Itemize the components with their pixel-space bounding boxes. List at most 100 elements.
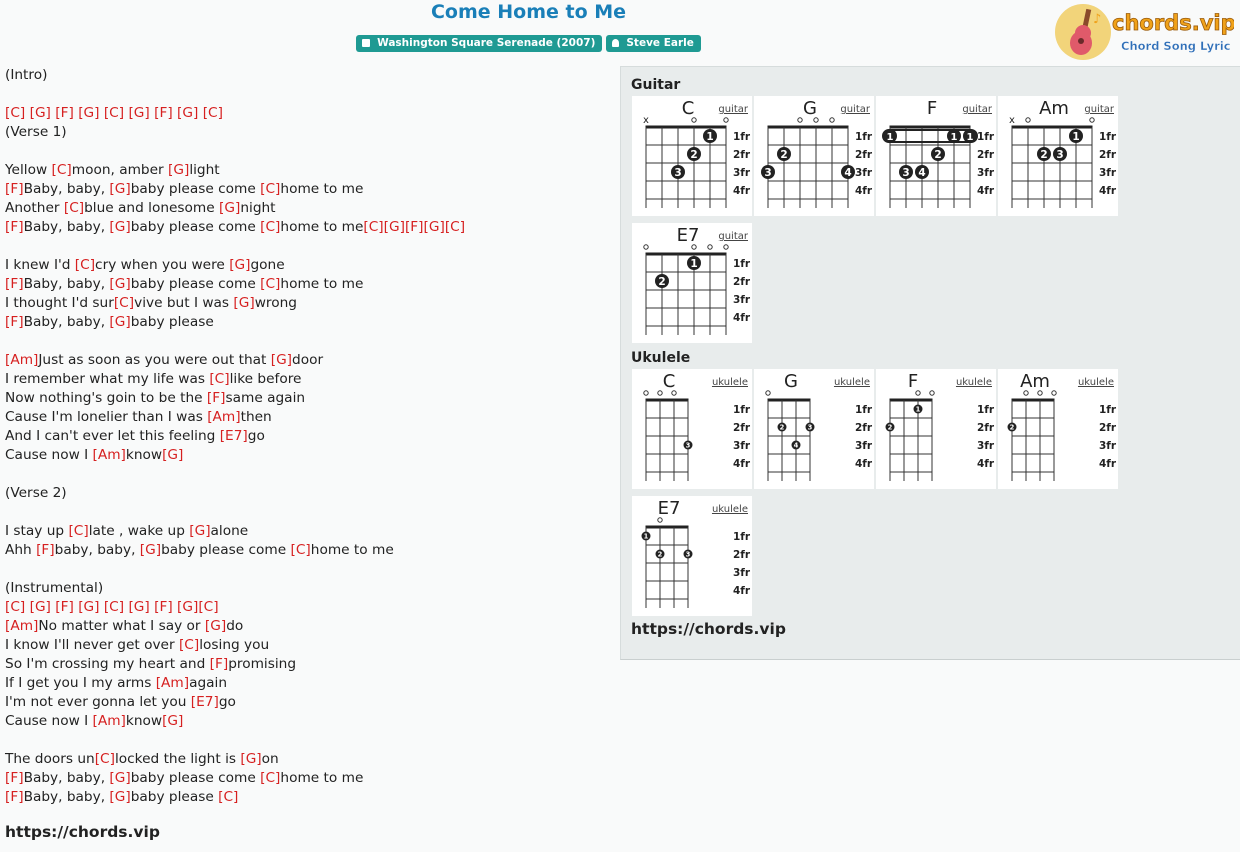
chord-link[interactable]: [G] xyxy=(139,542,162,558)
chord-link[interactable]: [G] xyxy=(109,276,131,292)
chord-link[interactable]: [G] xyxy=(29,599,51,615)
chord-link[interactable]: [G] xyxy=(233,295,255,311)
instrument-link[interactable]: ukulele xyxy=(956,377,992,388)
instrument-link[interactable]: ukulele xyxy=(712,377,748,388)
chord-link[interactable]: [F] xyxy=(36,542,55,558)
chord-link[interactable]: [G] xyxy=(109,314,131,330)
chord-link[interactable]: [C] xyxy=(74,257,96,273)
chord-link[interactable]: [C] xyxy=(103,599,125,615)
chord-link[interactable]: [C] xyxy=(260,770,281,786)
fret-label: 1fr xyxy=(855,131,873,143)
chord-link[interactable]: [G] xyxy=(383,219,405,235)
chord-link[interactable]: [F] xyxy=(206,390,226,406)
chord-link[interactable]: [G] xyxy=(189,523,211,539)
chord-link[interactable]: [C] xyxy=(290,542,311,558)
chord-link[interactable]: [Am] xyxy=(5,352,39,368)
chord-link[interactable]: [G] xyxy=(78,105,100,121)
instrument-link[interactable]: guitar xyxy=(718,104,749,115)
chord-link[interactable]: [G] xyxy=(109,770,131,786)
chord-link[interactable]: [Am] xyxy=(207,409,241,425)
chord-link[interactable]: [G] xyxy=(240,751,262,767)
chord-link[interactable]: [G] xyxy=(109,181,131,197)
chord-link[interactable]: [G] xyxy=(177,105,199,121)
chord-link[interactable]: [C] xyxy=(68,523,89,539)
chord-link[interactable]: [C] xyxy=(63,200,85,216)
instrument-link[interactable]: ukulele xyxy=(1078,377,1114,388)
chord-link[interactable]: [G] xyxy=(109,219,131,235)
chord-link[interactable]: [F] xyxy=(154,599,173,615)
chord-link[interactable]: [Am] xyxy=(5,618,39,634)
chord-link[interactable]: [C] xyxy=(444,219,466,235)
chord-link[interactable]: [E7] xyxy=(190,694,219,710)
chord-link[interactable]: [G] xyxy=(204,618,227,634)
chord-link[interactable]: [C] xyxy=(209,371,230,387)
chord-link[interactable]: [F] xyxy=(5,789,24,805)
chord-link[interactable]: [G] xyxy=(270,352,293,368)
chord-link[interactable]: [C] xyxy=(260,276,281,292)
chord-link[interactable]: [G] xyxy=(229,257,251,273)
site-logo[interactable]: ♪ chords.vip Chord Song Lyric xyxy=(1054,3,1236,61)
finger-dot xyxy=(885,422,895,432)
chord-link[interactable]: [Am] xyxy=(155,675,190,691)
chord-link[interactable]: [F] xyxy=(55,599,74,615)
chord-link[interactable]: [C] xyxy=(94,751,115,767)
chord-link[interactable]: [G] xyxy=(162,713,184,729)
chord-link[interactable]: [C] xyxy=(260,181,281,197)
chord-link[interactable]: [C] xyxy=(5,599,26,615)
chord-link[interactable]: [C] xyxy=(260,219,281,235)
instrument-link[interactable]: guitar xyxy=(718,231,749,242)
chord-link[interactable]: [G] xyxy=(423,219,445,235)
chord-link[interactable]: [C] xyxy=(218,789,239,805)
chord-link[interactable]: [F] xyxy=(404,219,424,235)
chord-link[interactable]: [G] xyxy=(109,789,131,805)
chord-link[interactable]: [C] xyxy=(51,162,72,178)
chord-link[interactable]: [F] xyxy=(5,181,24,197)
chord-link[interactable]: [C] xyxy=(198,599,219,615)
album-badge[interactable]: Washington Square Serenade (2007) xyxy=(356,35,603,52)
chord-link[interactable]: [C] xyxy=(103,105,125,121)
chord-link[interactable]: [F] xyxy=(5,770,24,786)
chord-link[interactable]: [Am] xyxy=(92,713,126,729)
chord-link[interactable]: [E7] xyxy=(219,428,248,444)
chord-link[interactable]: [G] xyxy=(168,162,190,178)
instrument-link[interactable]: guitar xyxy=(1084,104,1115,115)
chord-link[interactable]: [C] xyxy=(178,637,200,653)
chord-link[interactable]: [G] xyxy=(177,599,199,615)
chord-link[interactable]: [C] xyxy=(113,295,135,311)
site-url-footer[interactable]: https://chords.vip xyxy=(5,823,160,841)
chord-link[interactable]: [C] xyxy=(202,105,223,121)
chord-link[interactable]: [G] xyxy=(128,599,150,615)
chord-link[interactable]: [F] xyxy=(5,314,24,330)
site-url-panel[interactable]: https://chords.vip xyxy=(631,620,786,638)
artist-badge[interactable]: Steve Earle xyxy=(606,35,701,52)
chord-link[interactable]: [F] xyxy=(154,105,173,121)
instrument-link[interactable]: ukulele xyxy=(712,504,748,515)
chord-link[interactable]: [G] xyxy=(78,599,100,615)
chord-link[interactable]: [Am] xyxy=(92,447,126,463)
chord-link[interactable]: [G] xyxy=(128,105,150,121)
chord-link[interactable]: [F] xyxy=(55,105,74,121)
instrument-link[interactable]: ukulele xyxy=(834,377,870,388)
instrument-link[interactable]: guitar xyxy=(840,104,871,115)
chord-link[interactable]: [C] xyxy=(5,105,26,121)
chord-link[interactable]: [G] xyxy=(29,105,51,121)
instrument-link[interactable]: guitar xyxy=(962,104,993,115)
chord-link[interactable]: [F] xyxy=(209,656,229,672)
lyric-text: cry when you were xyxy=(95,257,230,273)
chord-link[interactable]: [F] xyxy=(5,219,24,235)
chord-link[interactable]: [C] xyxy=(363,219,384,235)
chord-link[interactable]: [G] xyxy=(219,200,241,216)
chord-link[interactable]: [G] xyxy=(162,447,184,463)
chord-link[interactable]: [F] xyxy=(5,276,24,292)
